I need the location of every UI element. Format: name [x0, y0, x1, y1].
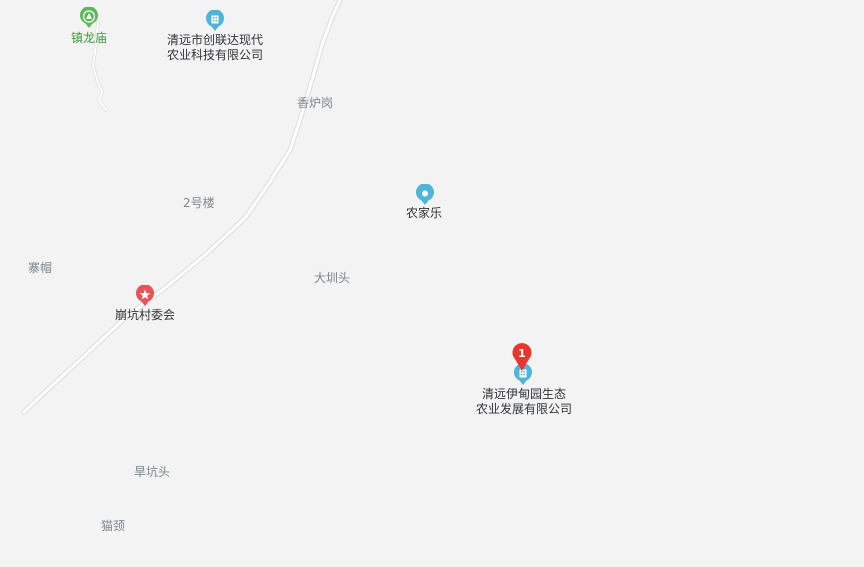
poi-label-bengkengcunweihui[interactable]: 崩坑村委会 [114, 308, 175, 322]
building-icon[interactable] [205, 10, 225, 32]
poi-label-line: 清远伊甸园生态 [481, 387, 566, 401]
poi-label-zhenlongmiao[interactable]: 镇龙庙 [71, 31, 108, 45]
place-label-zhaimao[interactable]: 寨帽 [28, 261, 53, 275]
star-icon[interactable] [135, 285, 155, 307]
place-label-dazhentou[interactable]: 大圳头 [314, 271, 351, 285]
poi-label-chuanglianda[interactable]: 清远市创联达现代 农业科技有限公司 [165, 33, 265, 63]
poi-label-yidianyuan[interactable]: 清远伊甸园生态 农业发展有限公司 [470, 387, 578, 417]
minor-road[interactable] [92, 21, 107, 111]
marker-number: 1 [518, 347, 526, 360]
place-label-hankengtou[interactable]: 旱坑头 [134, 465, 171, 479]
poi-label-line: 清远市创联达现代 [166, 33, 263, 47]
temple-icon[interactable] [79, 7, 99, 29]
poi-label-line: 农业发展有限公司 [475, 402, 572, 416]
poi-label-line: 农业科技有限公司 [166, 48, 263, 62]
place-label-xianglugang[interactable]: 香炉岗 [297, 96, 334, 110]
dot-icon[interactable] [415, 184, 435, 206]
place-label-maojing[interactable]: 猫颈 [101, 519, 126, 533]
main-road[interactable] [22, 0, 342, 414]
place-label-2haolou[interactable]: 2号楼 [183, 196, 215, 210]
poi-label-nongjiale[interactable]: 农家乐 [405, 206, 442, 220]
building-icon[interactable] [513, 364, 533, 386]
location-marker-icon[interactable]: 1 [511, 342, 533, 372]
